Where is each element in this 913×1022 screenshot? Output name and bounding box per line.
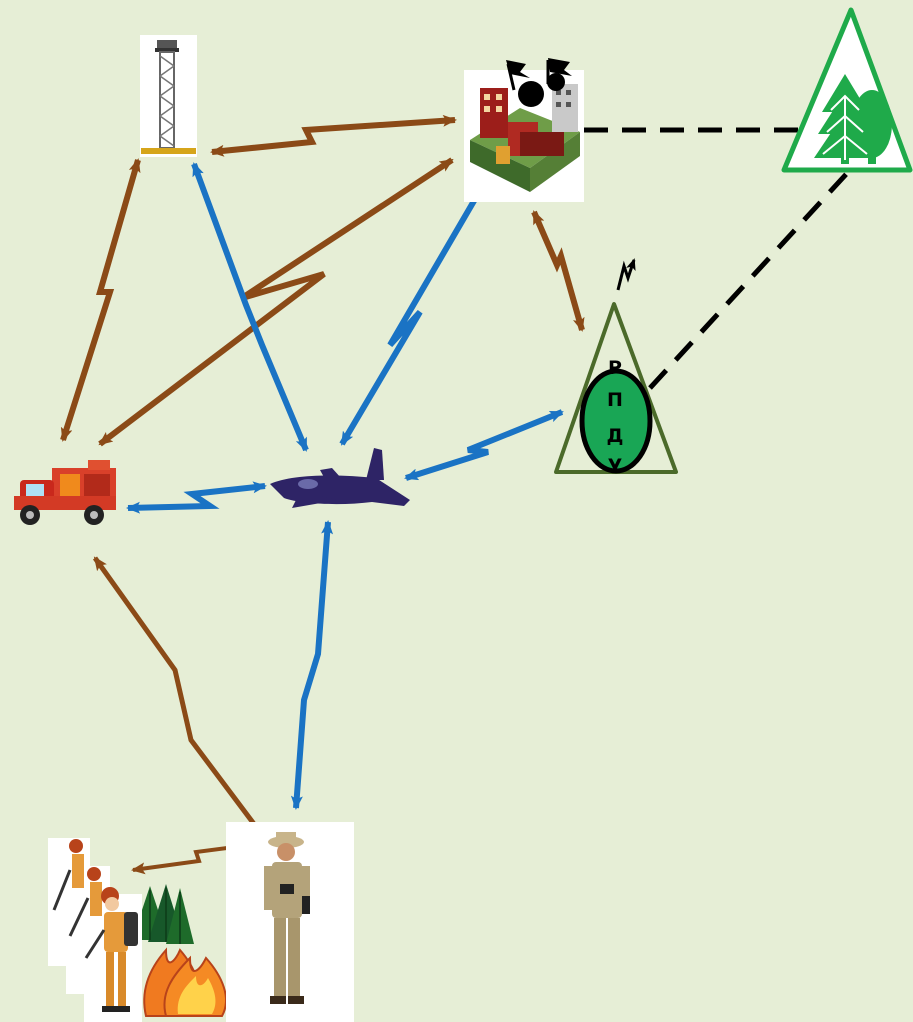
air-link-tower-aircraft [191,162,309,452]
forest-tree-triangle-icon [781,7,913,173]
air-link-aircraft-ranger [290,520,334,810]
radio-link-headquarters-truck [98,157,454,447]
radio-link-tower-truck [60,158,141,442]
pdu-letter-d: Д [607,425,624,447]
radio-link-tower-headquarters [210,114,457,157]
fire-lookout-tower-icon [140,35,197,157]
flags-icon [506,58,572,107]
firefighter-crew-icon [48,838,142,1022]
air-link-headquarters-aircraft [339,180,488,446]
dispatch-point-icon [554,258,678,474]
headquarters-building-icon [464,70,584,202]
fire-truck-icon [14,460,116,525]
dashed-link-pdu-forestry [648,168,852,390]
links-layer [60,114,852,875]
forest-ranger-icon [226,822,354,1022]
air-link-aircraft-truck [126,481,267,514]
pdu-letter-p: П [607,389,623,411]
pdu-letter-u: У [608,455,623,477]
radio-link-headquarters-pdu [531,210,585,332]
forest-fire-icon [143,947,227,1017]
pdu-letter-r: Р [608,357,622,379]
radio-link-truck-ranger [92,556,265,838]
patrol-airplane-icon [270,448,410,508]
air-link-pdu-aircraft [404,409,564,481]
